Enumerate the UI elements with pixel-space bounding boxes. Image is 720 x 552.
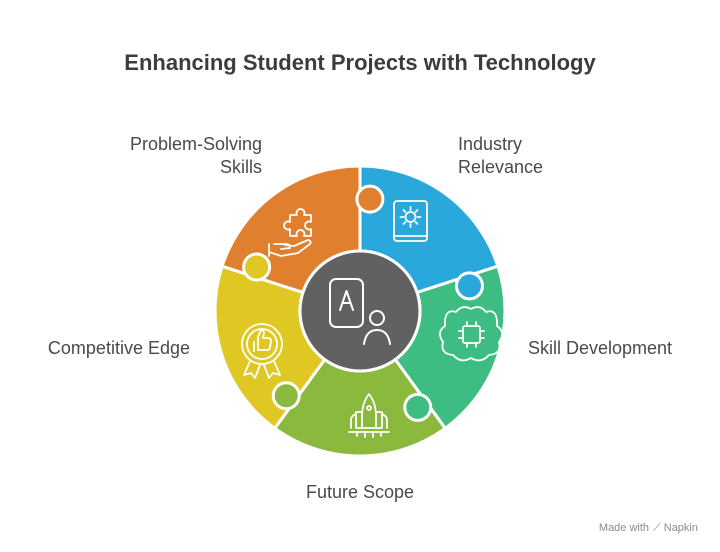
label-competitive-line1: Competitive Edge <box>47 338 190 358</box>
center-hub <box>298 249 422 373</box>
label-problem-solving: Problem-Solving Skills <box>100 133 262 179</box>
footer-credit[interactable]: Made with⟋Napkin <box>599 522 698 535</box>
puzzle-knob-industry <box>454 271 484 301</box>
label-skill-development: Skill Development <box>528 337 703 360</box>
label-future-scope: Future Scope <box>260 481 460 504</box>
label-problem-solving-line2: Skills <box>219 157 262 177</box>
rocket-icon <box>348 393 390 438</box>
label-competitive-edge: Competitive Edge <box>20 337 190 360</box>
settings-book-icon <box>393 200 428 242</box>
puzzle-knob-future <box>271 381 301 411</box>
student-letter-a-icon <box>329 278 391 345</box>
label-industry-line2: Relevance <box>458 157 544 177</box>
label-future-line1: Future Scope <box>305 482 415 502</box>
brain-chip-icon <box>439 306 503 362</box>
puzzle-hand-icon <box>268 208 312 257</box>
napkin-logo-icon: ⟋ <box>653 522 661 534</box>
label-industry-line1: Industry <box>458 134 523 154</box>
puzzle-knob-problem <box>355 184 385 214</box>
label-skill-line1: Skill Development <box>528 338 673 358</box>
diagram-title: Enhancing Student Projects with Technolo… <box>124 50 596 75</box>
puzzle-knob-competitive <box>242 252 272 282</box>
footer-brand: Napkin <box>663 522 698 534</box>
thumbs-up-medal-icon <box>241 323 283 379</box>
label-industry-relevance: Industry Relevance <box>458 133 618 179</box>
puzzle-knob-skill <box>403 392 433 422</box>
label-problem-solving-line1: Problem-Solving <box>129 134 262 154</box>
footer-text: Made with <box>598 522 650 534</box>
